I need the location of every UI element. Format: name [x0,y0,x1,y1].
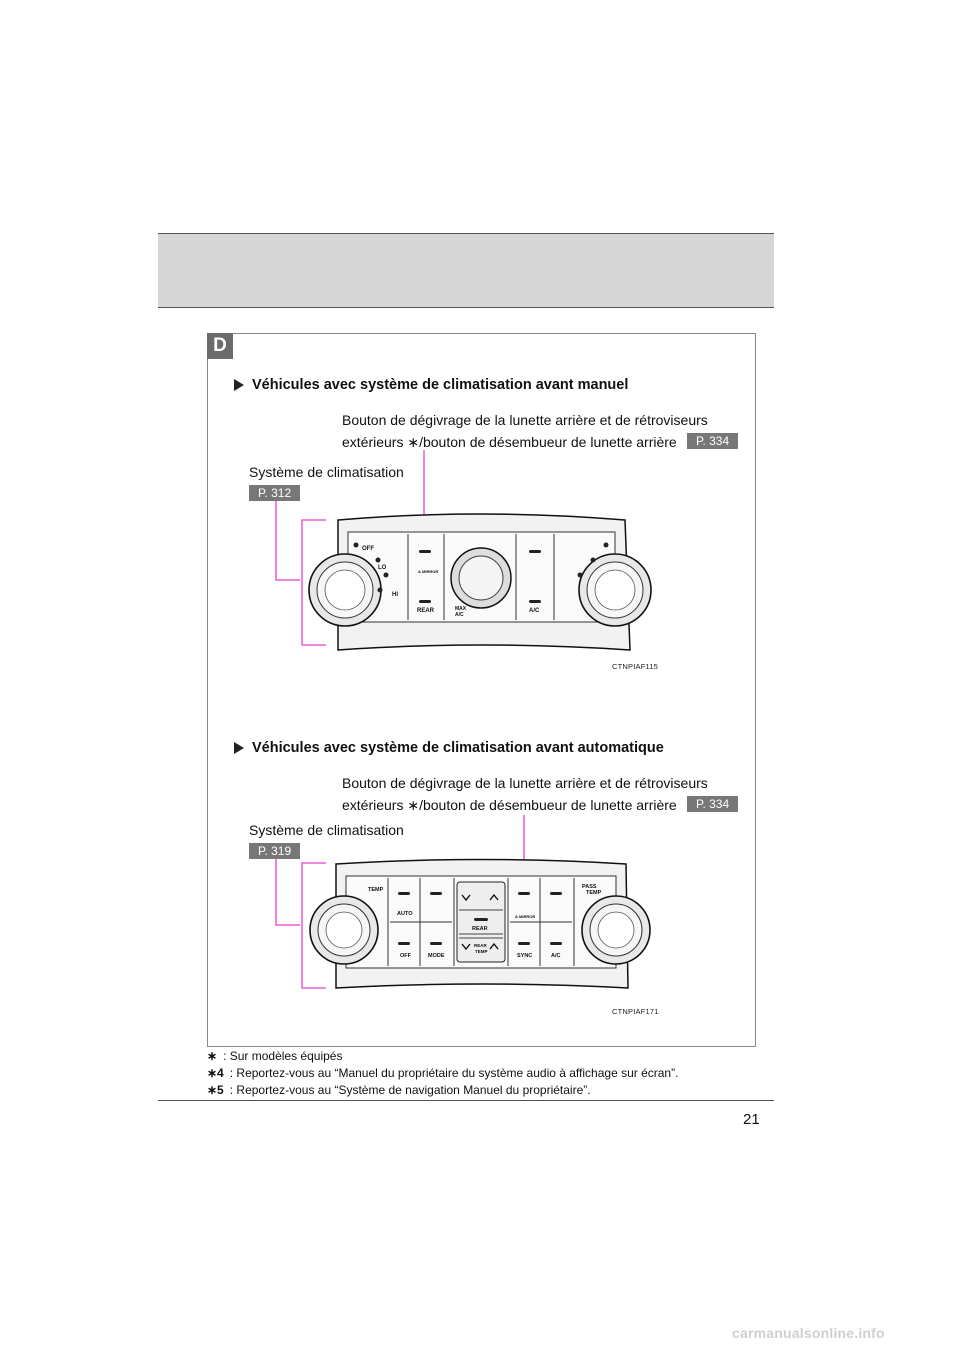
manual-ac-text: A/C [529,608,540,614]
manual-heading: Véhicules avec système de climatisation … [234,377,628,393]
manual-ac-label: Système de climatisation [249,464,404,480]
watermark: carmanualsonline.info [732,1325,885,1341]
manual-off-text: OFF [362,546,374,552]
footer-rule [158,1100,774,1101]
triangle-bullet-icon [234,742,244,754]
section-tab: D [207,333,233,359]
footnote-3: ∗5 : Reportez-vous au “Système de naviga… [207,1082,678,1099]
footnote-1: ∗ : Sur modèles équipés [207,1048,678,1065]
auto-rear-temp2-text: TEMP [475,949,488,954]
auto-pass-text: PASS [582,884,597,890]
auto-rear-text: REAR [472,926,488,932]
footnote-2-text: : Reportez-vous au “Manuel du propriétai… [229,1066,679,1080]
auto-off-text: OFF [400,953,412,959]
auto-rear-temp1-text: REAR [474,943,488,948]
auto-defog-page-ref[interactable]: P. 334 [687,796,739,812]
auto-image-code: CTNPIAF171 [612,1007,659,1016]
manual-defog-label-1: Bouton de dégivrage de la lunette arrièr… [342,412,708,428]
manual-hi-text: HI [392,592,398,598]
triangle-bullet-icon [234,379,244,391]
manual-lo-text: LO [378,565,387,571]
auto-defog-label-2: extérieurs ∗/bouton de désembueur de lun… [342,797,677,813]
manual-defog-page-ref[interactable]: P. 334 [687,433,739,449]
manual-ac-page-ref[interactable]: P. 312 [249,485,301,501]
manual-image-code: CTNPIAF115 [612,662,659,671]
footnotes: ∗ : Sur modèles équipés ∗4 : Reportez-vo… [207,1048,678,1099]
footnote-1-mark: ∗ [207,1049,218,1063]
auto-defog-label-1: Bouton de dégivrage de la lunette arrièr… [342,775,708,791]
auto-sync-text: SYNC [517,953,532,959]
auto-temp-text: TEMP [368,887,384,893]
auto-pass-temp-text: TEMP [586,890,602,896]
manual-heading-text: Véhicules avec système de climatisation … [252,377,629,393]
page-number: 21 [743,1111,760,1128]
auto-heading-text: Véhicules avec système de climatisation … [252,740,664,756]
header-band [158,233,774,308]
footnote-2: ∗4 : Reportez-vous au “Manuel du proprié… [207,1065,678,1082]
auto-mirror-text: & MIRROR [515,914,535,919]
auto-ac-label: Système de climatisation [249,822,404,838]
auto-auto-text: AUTO [397,911,413,917]
footnote-3-text: : Reportez-vous au “Système de navigatio… [229,1083,591,1097]
footnote-1-text: : Sur modèles équipés [223,1049,343,1063]
footnote-3-mark: ∗5 [207,1083,224,1097]
manual-max-text: MAX [455,606,467,612]
manual-defog-label-2: extérieurs ∗/bouton de désembueur de lun… [342,434,677,450]
manual-rear-text: REAR [417,608,435,614]
manual-mirror-text: & MIRROR [418,569,438,574]
manual-max-ac-text: A/C [455,612,464,618]
footnote-2-mark: ∗4 [207,1066,224,1080]
auto-heading: Véhicules avec système de climatisation … [234,740,664,756]
auto-ac-text: A/C [551,953,561,959]
auto-ac-page-ref[interactable]: P. 319 [249,843,301,859]
auto-mode-text: MODE [428,953,445,959]
